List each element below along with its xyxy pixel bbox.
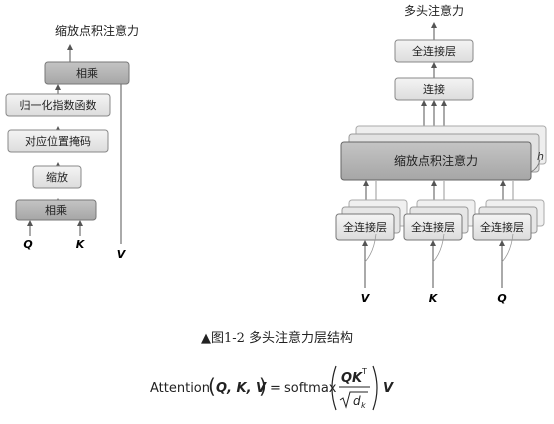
formula-sqrt-sub: k [361, 401, 366, 410]
softmax-box [5, 93, 111, 117]
right-input-k: K [429, 292, 439, 305]
formula-sqrt-var: d [353, 394, 361, 408]
formula-args: Q, K, V [216, 381, 267, 396]
multi-head-attention-diagram: 多头注意力 全连接层 连接 缩放点积注意力 h 全连接层 [335, 3, 547, 305]
softmax-label: 归一化指数函数 [20, 98, 97, 112]
right-input-q: Q [497, 292, 506, 305]
formula-equals: = [270, 381, 281, 396]
linear-top-label: 全连接层 [412, 44, 456, 58]
right-title: 多头注意力 [404, 3, 464, 18]
formula-transpose: T [361, 367, 367, 376]
svg-text:): ) [259, 374, 267, 398]
right-input-v: V [361, 292, 371, 305]
linear-k-label: 全连接层 [411, 220, 455, 234]
formula-lhs: Attention [150, 381, 210, 396]
matmul-bottom-box [15, 199, 97, 221]
figure-caption: ▲图1-2 多头注意力层结构 [200, 331, 354, 346]
attention-formula: Attention ( Q, K, V ) = softmax QK T d k… [150, 365, 394, 411]
formula-multiplier: V [383, 381, 394, 396]
linear-k-stack: 全连接层 [403, 199, 476, 241]
matmul-top-box [44, 61, 130, 85]
matmul-top-label: 相乘 [76, 67, 98, 80]
linear-q-stack: 全连接层 [472, 199, 545, 241]
left-title: 缩放点积注意力 [55, 23, 139, 38]
formula-func: softmax [284, 381, 337, 396]
attention-label: 缩放点积注意力 [394, 153, 478, 168]
matmul-bottom-label: 相乘 [45, 204, 67, 217]
scale-box [32, 165, 82, 189]
linear-q-label: 全连接层 [480, 220, 524, 234]
concat-label: 连接 [423, 83, 445, 96]
mask-box [7, 129, 109, 153]
head-count-label: h [537, 150, 544, 163]
left-input-v: V [117, 248, 127, 261]
formula-numerator: QK [341, 371, 363, 386]
svg-text:(: ( [208, 374, 216, 398]
left-input-q: Q [23, 238, 32, 251]
linear-v-label: 全连接层 [343, 220, 387, 234]
linear-v-stack: 全连接层 [335, 199, 408, 241]
scaled-dot-product-attention-diagram: 缩放点积注意力 相乘 归一化指数函数 对应位置掩码 缩放 相乘 Q K V [5, 23, 139, 261]
mask-label: 对应位置掩码 [25, 134, 91, 148]
scale-label: 缩放 [46, 170, 68, 184]
left-input-k: K [76, 238, 86, 251]
